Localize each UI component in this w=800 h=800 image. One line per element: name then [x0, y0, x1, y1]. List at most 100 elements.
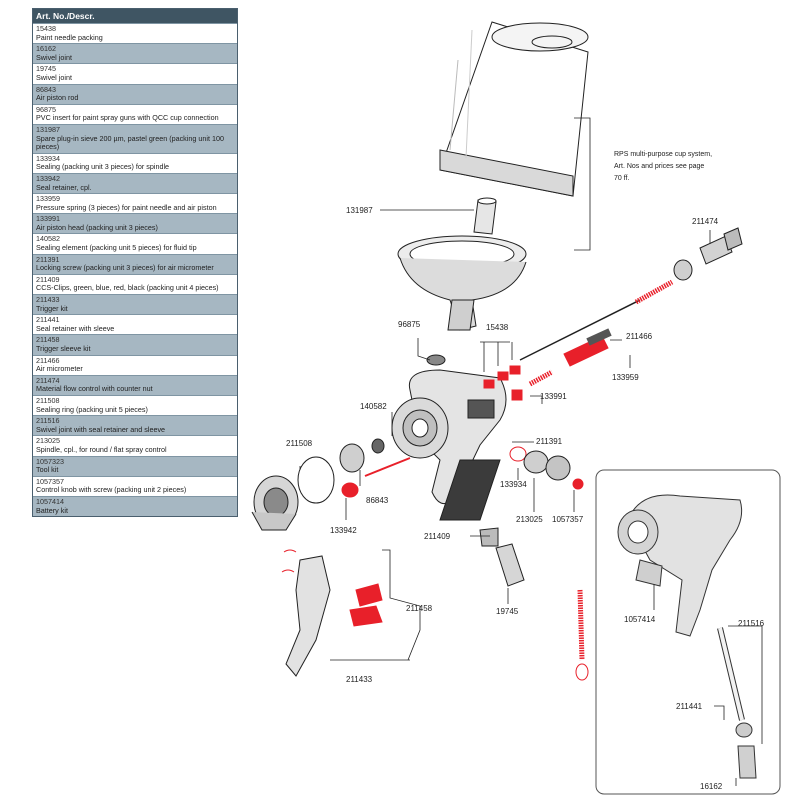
part-description: Spare plug-in sieve 200 µm, pastel green… [36, 133, 224, 152]
label-211474: 211474 [692, 217, 719, 226]
part-number: 213025 [36, 436, 60, 446]
label-16162: 16162 [700, 782, 723, 791]
spring-2-drawing [528, 369, 554, 387]
air-cap-drawing [251, 475, 299, 531]
inset-box [595, 469, 781, 795]
label-211441: 211441 [676, 702, 703, 711]
part-number: 211458 [36, 335, 60, 345]
air-piston-head-drawing [511, 389, 523, 401]
spindle-drawing [509, 446, 584, 490]
part-description: Sealing (packing unit 3 pieces) for spin… [36, 162, 170, 172]
part-description: Locking screw (packing unit 3 pieces) fo… [36, 263, 214, 273]
cup-note-line-3: 70 ff. [614, 175, 629, 182]
part-number: 211433 [36, 295, 60, 305]
label-211409: 211409 [424, 532, 451, 541]
part-number: 140582 [36, 234, 60, 244]
leader-lines [299, 117, 763, 786]
part-number: 96875 [36, 104, 56, 114]
label-86843: 86843 [366, 496, 389, 505]
part-description: Tool kit [36, 465, 59, 475]
part-number: 211516 [36, 416, 60, 426]
packing-red-1 [483, 379, 495, 389]
material-flow-control-drawing [673, 227, 743, 281]
cleaning-brush-drawing [575, 589, 589, 681]
label-133959: 133959 [612, 373, 639, 382]
needle-rod-drawing [519, 299, 641, 361]
part-number: 131987 [36, 124, 60, 134]
part-number: 211391 [36, 254, 60, 264]
part-number: 211474 [36, 375, 60, 385]
gun-body-drawing [391, 369, 507, 521]
paint-needle-drawing [364, 457, 411, 477]
part-description: Trigger kit [36, 303, 68, 313]
part-description: Air micrometer [36, 364, 83, 374]
sealing-element-drawing [371, 438, 385, 454]
label-211458: 211458 [406, 604, 433, 613]
fluid-tip-drawing [339, 443, 365, 473]
part-description: Material flow control with counter nut [36, 384, 153, 394]
part-number: 86843 [36, 84, 56, 94]
part-description: Swivel joint [36, 72, 72, 82]
cup-note: RPS multi-purpose cup system, Art. Nos a… [614, 151, 714, 182]
part-description: Seal retainer with sleeve [36, 323, 115, 333]
sieve-drawing [473, 197, 497, 235]
pressure-spring-drawing [634, 279, 674, 305]
label-211508: 211508 [286, 439, 313, 448]
label-211516: 211516 [738, 619, 765, 628]
label-1057414: 1057414 [624, 615, 656, 624]
part-description: Sealing element (packing unit 5 pieces) … [36, 243, 197, 253]
packing-red-2 [497, 371, 509, 381]
part-description: Sealing ring (packing unit 5 pieces) [36, 404, 148, 414]
part-number: 1057357 [36, 476, 64, 486]
part-description: Air piston rod [36, 93, 79, 103]
part-number: 133959 [36, 194, 60, 204]
part-description: Pressure spring (3 pieces) for paint nee… [36, 202, 217, 212]
part-number: 16162 [36, 44, 56, 54]
part-description: Spindle, cpl., for round / flat spray co… [36, 444, 167, 454]
part-description: Battery kit [36, 505, 68, 515]
label-15438: 15438 [486, 323, 509, 332]
part-description: Trigger sleeve kit [36, 344, 91, 353]
part-description: Swivel joint [36, 52, 72, 62]
part-description: Paint needle packing [36, 32, 103, 42]
seal-retainer-drawing [341, 482, 359, 498]
trigger-drawing [281, 549, 383, 677]
cup-note-line-1: RPS multi-purpose cup system, [614, 151, 712, 158]
label-211466: 211466 [626, 332, 653, 341]
air-micrometer-drawing [563, 328, 612, 367]
label-213025: 213025 [516, 515, 543, 524]
label-96875: 96875 [398, 320, 421, 329]
label-133942: 133942 [330, 526, 357, 535]
part-number: 211441 [36, 315, 60, 325]
cup-adapter-drawing [397, 235, 527, 331]
label-131987: 131987 [346, 206, 373, 215]
label-211433: 211433 [346, 675, 373, 684]
part-number: 211409 [36, 274, 60, 284]
part-number: 133942 [36, 173, 60, 183]
part-number: 133991 [36, 214, 60, 224]
part-description: Swivel joint with seal retainer and slee… [36, 424, 166, 434]
label-1057357: 1057357 [552, 515, 584, 524]
